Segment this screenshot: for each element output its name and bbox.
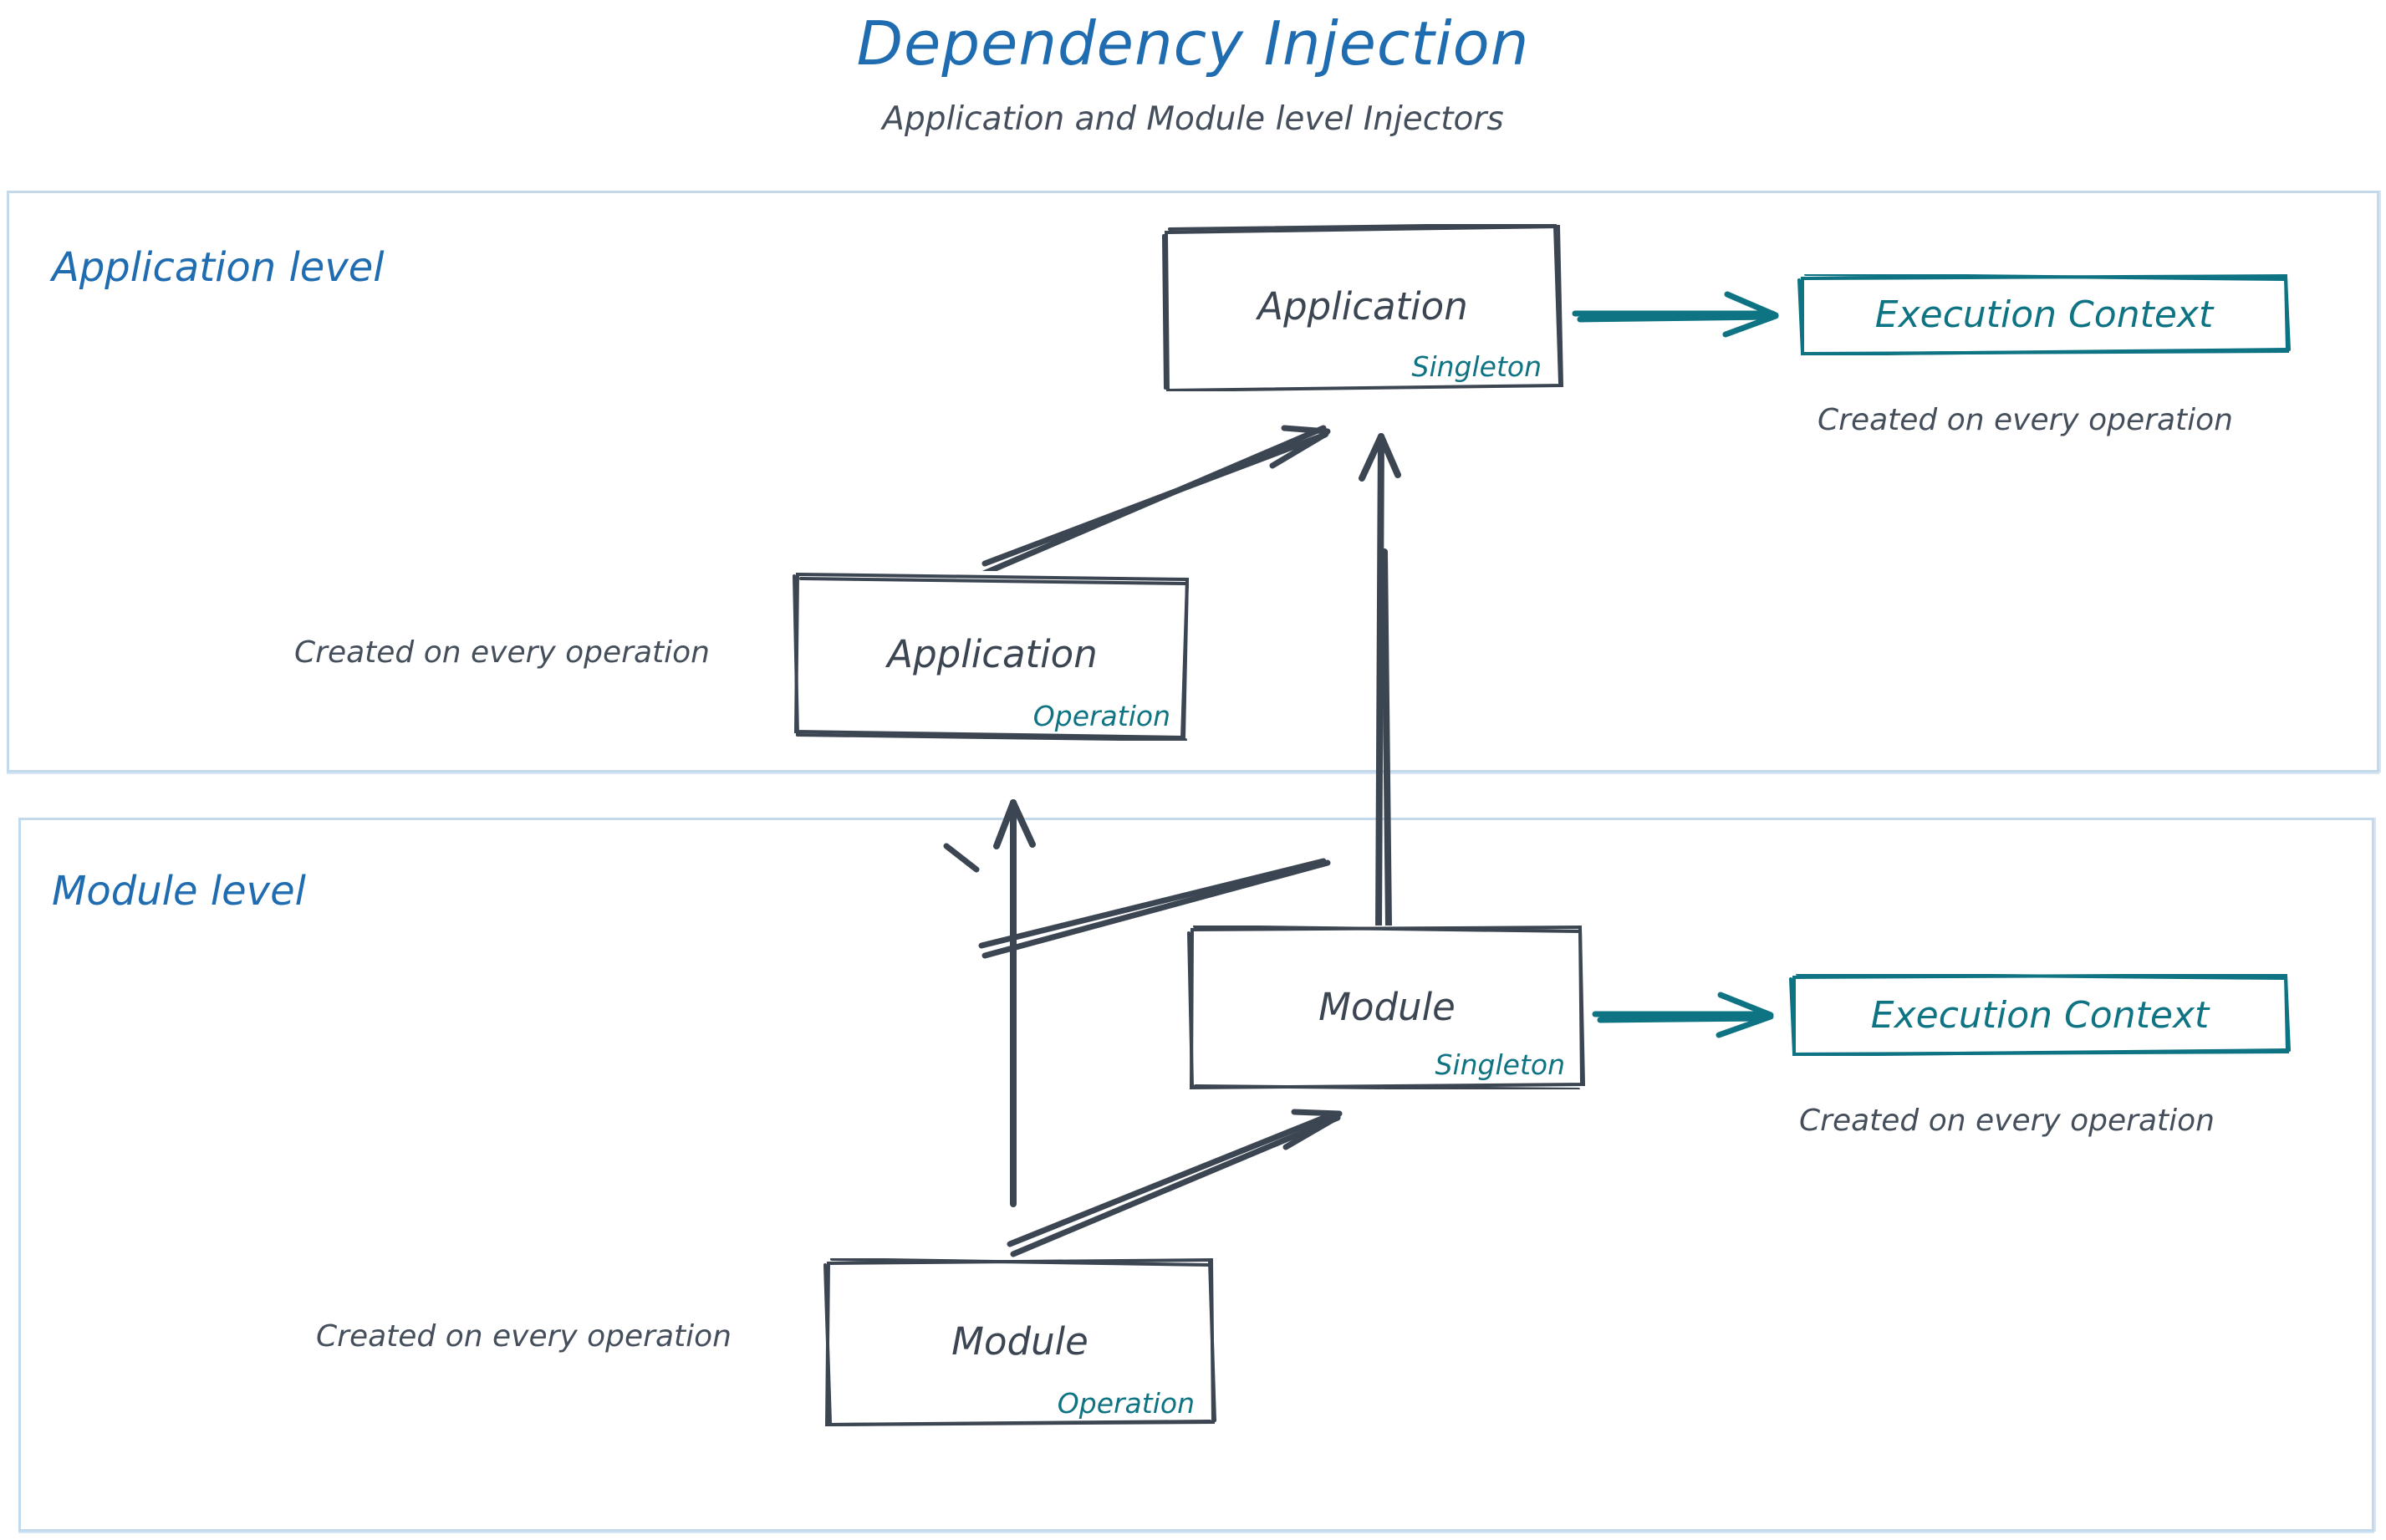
node-scope-badge: Operation	[1057, 1387, 1195, 1420]
application-level-container	[7, 191, 2379, 773]
node-application-singleton[interactable]: Application Singleton	[1162, 224, 1563, 391]
node-title: Application	[1257, 284, 1468, 329]
note-execution-context-module: Created on every operation	[1799, 1104, 2215, 1138]
execution-context-label: Execution Context	[1874, 293, 2214, 336]
node-scope-badge: Operation	[1032, 700, 1170, 732]
node-module-operation[interactable]: Module Operation	[823, 1258, 1216, 1428]
node-title: Application	[887, 632, 1098, 677]
node-execution-context-module[interactable]: Execution Context	[1789, 974, 2291, 1056]
node-execution-context-application[interactable]: Execution Context	[1797, 274, 2291, 355]
module-level-container	[18, 818, 2374, 1532]
application-level-label: Application level	[52, 244, 385, 291]
sketch-border	[1797, 274, 2291, 355]
node-title: Module	[1318, 984, 1456, 1029]
module-level-label: Module level	[52, 868, 306, 915]
page-title: Dependency Injection	[856, 8, 1530, 79]
node-module-singleton[interactable]: Module Singleton	[1187, 926, 1587, 1089]
execution-context-label: Execution Context	[1870, 993, 2210, 1037]
node-application-operation[interactable]: Application Operation	[793, 571, 1192, 741]
node-title: Module	[951, 1319, 1088, 1364]
note-module-operation: Created on every operation	[316, 1319, 732, 1354]
sketch-border	[1789, 974, 2291, 1056]
node-scope-badge: Singleton	[1411, 350, 1542, 383]
note-execution-context-application: Created on every operation	[1818, 403, 2233, 437]
node-scope-badge: Singleton	[1435, 1048, 1566, 1081]
note-application-operation: Created on every operation	[294, 635, 710, 670]
page-subtitle: Application and Module level Injectors	[882, 100, 1504, 138]
